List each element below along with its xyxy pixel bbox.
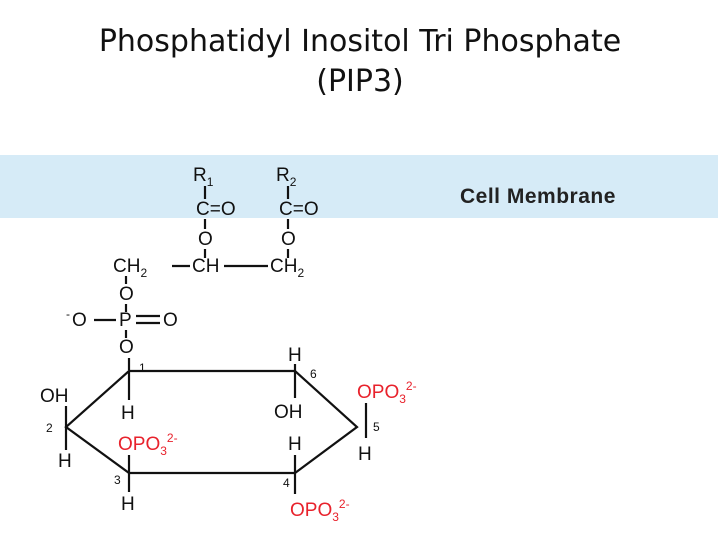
phosphate-double-oxygen: O	[163, 310, 178, 331]
c5-phosphate: OPO32-	[357, 379, 417, 406]
phosphate-charge: -	[66, 307, 70, 321]
carbonyl-1: C=O	[196, 199, 236, 220]
ring-position-3: 3	[114, 473, 121, 487]
phosphate-link-oxygen: O	[119, 284, 134, 305]
ring-position-5: 5	[373, 420, 380, 434]
diagram-title: Phosphatidyl Inositol Tri Phosphate (PIP…	[0, 22, 720, 102]
c2-hydroxyl: OH	[40, 386, 69, 407]
c2-hydrogen: H	[58, 451, 72, 472]
c6-hydroxyl: OH	[274, 402, 303, 423]
r1-label: R1	[193, 165, 214, 189]
c6-hydrogen: H	[288, 345, 302, 366]
phosphate-oxygen-left: O	[72, 310, 87, 331]
cell-membrane-label: Cell Membrane	[460, 185, 616, 208]
ring-position-4: 4	[283, 476, 290, 490]
ring-position-1: 1	[139, 361, 146, 375]
r2-label: R2	[276, 165, 297, 189]
ring-position-2: 2	[46, 421, 53, 435]
c4-hydrogen: H	[288, 434, 302, 455]
phosphate-bridge-oxygen: O	[119, 337, 134, 358]
ester-oxygen-2: O	[281, 229, 296, 250]
carbonyl-2: C=O	[279, 199, 319, 220]
c3-phosphate: OPO32-	[118, 431, 178, 458]
c5-hydrogen: H	[358, 444, 372, 465]
glycerol-ch2-left: CH2	[113, 256, 147, 280]
cell-membrane-band	[0, 155, 718, 218]
c3-hydrogen: H	[121, 494, 135, 515]
c1-hydrogen: H	[121, 403, 135, 424]
c4-phosphate: OPO32-	[290, 497, 350, 524]
ester-oxygen-1: O	[198, 229, 213, 250]
phosphorus: P	[119, 310, 132, 331]
title-line-2: (PIP3)	[316, 64, 404, 99]
title-line-1: Phosphatidyl Inositol Tri Phosphate	[98, 24, 622, 59]
ring-position-6: 6	[310, 367, 317, 381]
glycerol-ch: CH	[192, 256, 219, 277]
inositol-ring	[64, 369, 359, 475]
glycerol-ch2-right: CH2	[270, 256, 304, 280]
